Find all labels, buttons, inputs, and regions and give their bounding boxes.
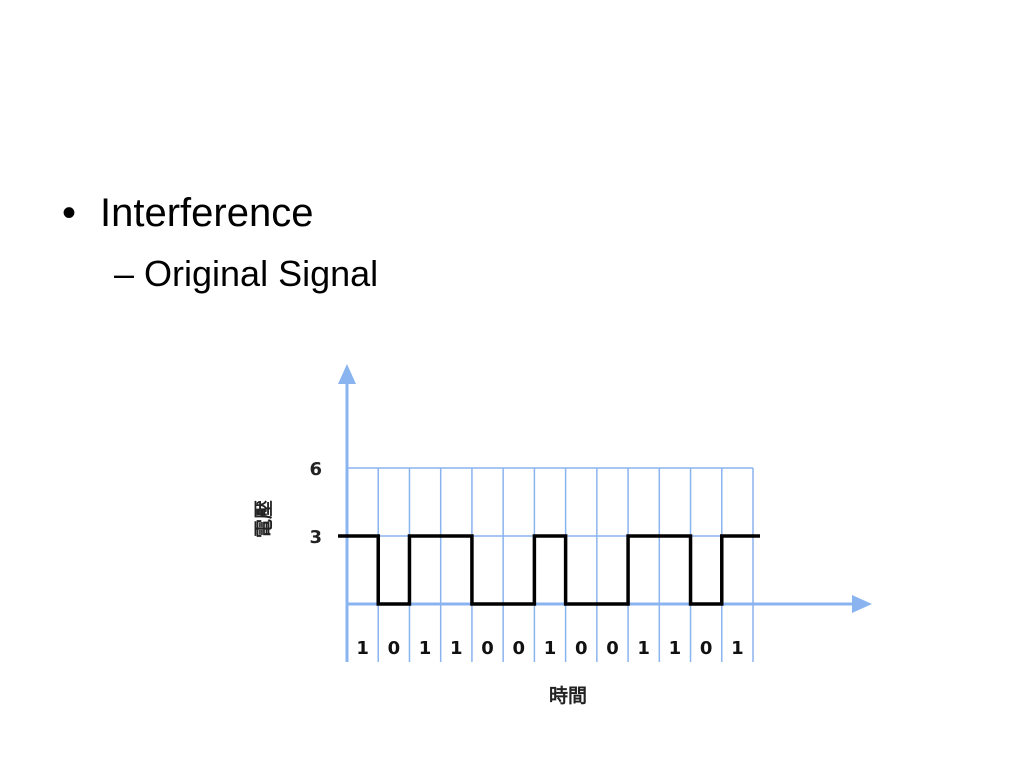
bit-label: 0	[575, 638, 588, 659]
bit-label: 0	[481, 638, 494, 659]
sub-bullet-original-signal: – Original Signal	[114, 253, 379, 294]
y-axis-label: 電壓	[253, 500, 275, 538]
x-axis-label: 時間	[549, 685, 587, 707]
axes	[338, 364, 872, 662]
bit-label: 1	[419, 638, 432, 659]
bullet-interference: • Interference	[62, 190, 313, 236]
bit-label: 0	[700, 638, 713, 659]
signal-line	[338, 534, 760, 606]
x-axis-arrow-icon	[852, 595, 872, 613]
bit-label: 0	[388, 638, 401, 659]
y-tick-label: 3	[309, 527, 322, 548]
bit-label: 0	[513, 638, 526, 659]
y-tick-labels: 36	[309, 459, 322, 548]
bit-label: 0	[606, 638, 619, 659]
y-tick-label: 6	[309, 459, 322, 480]
bit-label: 1	[356, 638, 369, 659]
y-axis-arrow-icon	[338, 364, 356, 384]
bit-label: 1	[637, 638, 650, 659]
bit-label: 1	[544, 638, 557, 659]
bullet-text: Interference	[100, 191, 314, 235]
bit-label: 1	[450, 638, 463, 659]
bullet-marker: •	[62, 191, 77, 235]
bit-label: 1	[669, 638, 682, 659]
bit-label: 1	[731, 638, 744, 659]
